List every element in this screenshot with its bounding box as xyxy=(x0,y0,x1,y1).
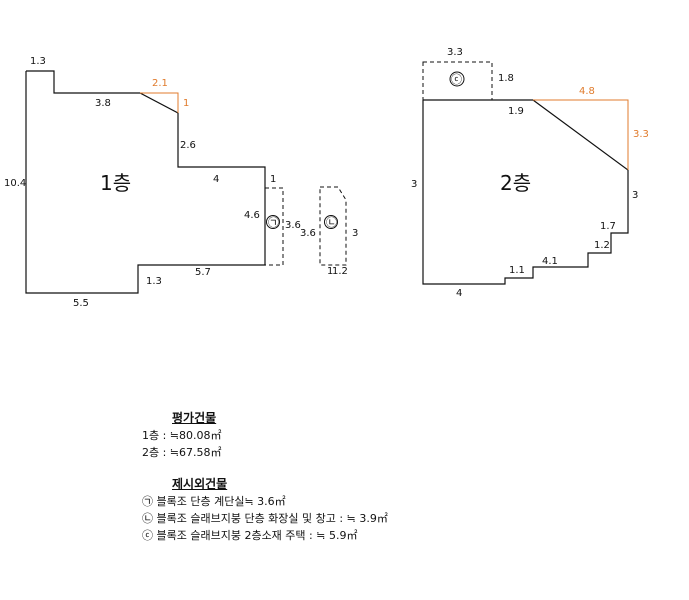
rooftop-house-dashed xyxy=(422,61,493,101)
floor2-dim: 4.8 xyxy=(579,86,595,97)
floor1-dim: 4 xyxy=(213,174,219,185)
floor1-dim: 3.8 xyxy=(95,98,111,109)
eval-row: 2층 : ≒67.58㎡ xyxy=(142,446,222,459)
floor2-label: 2층 xyxy=(500,171,531,195)
annex-dim: 3 xyxy=(352,228,358,239)
floor2-dim: 1.8 xyxy=(498,73,514,84)
annex-dim: 1 xyxy=(327,266,333,277)
floor2-dim: 3.3 xyxy=(633,129,649,140)
floor-plan-diagram: 1층 1.3 10.4 3.8 2.1 1 2.6 4 1 4.6 3.6 5.… xyxy=(4,47,649,309)
floor2-plan: ⓒ 2층 3.3 1.8 1.9 4.8 3.3 3 3 1.7 1.2 4.1… xyxy=(411,47,649,299)
extra-building-title: 제시외건물 xyxy=(172,477,228,491)
annex-dim: 1.2 xyxy=(332,266,348,277)
floor2-dim: 1.2 xyxy=(594,240,610,251)
floor1-dim: 10.4 xyxy=(4,178,26,189)
eval-building-title: 평가건물 xyxy=(172,411,217,425)
annex-dim: 3.6 xyxy=(300,228,316,239)
annex-mark: ㉡ xyxy=(326,216,337,229)
floor1-dim: 1 xyxy=(183,98,189,109)
eval-row: 1층 : ≒80.08㎡ xyxy=(142,429,222,442)
stair-mark-circle xyxy=(266,215,280,229)
floor1-dim: 2.6 xyxy=(180,140,196,151)
floor2-dim: 4 xyxy=(456,288,462,299)
floor2-dim: 1.7 xyxy=(600,221,616,232)
area-legend: 평가건물 1층 : ≒80.08㎡ 2층 : ≒67.58㎡ 제시외건물 ㉠ 블… xyxy=(142,410,388,544)
extra-row: ㉠ 블록조 단층 계단실≒ 3.6㎡ xyxy=(142,495,286,508)
stair-mark: ㉠ xyxy=(268,216,279,229)
floor2-dim: 3 xyxy=(411,179,417,190)
floor2-outline xyxy=(422,99,629,285)
floor2-dim: 1.9 xyxy=(508,106,524,117)
floor1-dim: 1.3 xyxy=(146,276,162,287)
floor1-outline xyxy=(25,70,266,294)
floor2-dim: 1.1 xyxy=(509,265,525,276)
annex-outline xyxy=(319,186,347,266)
annex-plan: ㉡ 3.6 3 1 1.2 xyxy=(300,186,358,277)
floor1-label: 1층 xyxy=(100,171,131,195)
floor1-cut-line xyxy=(140,92,179,113)
rooftop-mark: ⓒ xyxy=(451,73,462,86)
floor2-dim: 4.1 xyxy=(542,256,558,267)
floor1-dim: 2.1 xyxy=(152,78,168,89)
floor1-dim: 1.3 xyxy=(30,56,46,67)
extra-row: ⓒ 블록조 슬래브지붕 2층소재 주택 : ≒ 5.9㎡ xyxy=(142,529,358,542)
floor1-dim: 5.7 xyxy=(195,267,211,278)
rooftop-mark-circle xyxy=(449,71,465,87)
floor2-dim: 3.3 xyxy=(447,47,463,58)
extra-row: ㉡ 블록조 슬래브지붕 단층 화장실 및 창고 : ≒ 3.9㎡ xyxy=(142,512,388,525)
floor1-dim: 5.5 xyxy=(73,298,89,309)
floor1-stair-dashed xyxy=(265,187,284,266)
floor1-dim: 3.6 xyxy=(285,220,301,231)
floor1-plan: 1층 1.3 10.4 3.8 2.1 1 2.6 4 1 4.6 3.6 5.… xyxy=(4,56,301,309)
floor1-dim: 4.6 xyxy=(244,210,260,221)
annex-mark-circle xyxy=(324,215,338,229)
floor1-dim: 1 xyxy=(270,174,276,185)
floor2-dim: 3 xyxy=(632,190,638,201)
floor2-cut-line xyxy=(533,99,629,170)
